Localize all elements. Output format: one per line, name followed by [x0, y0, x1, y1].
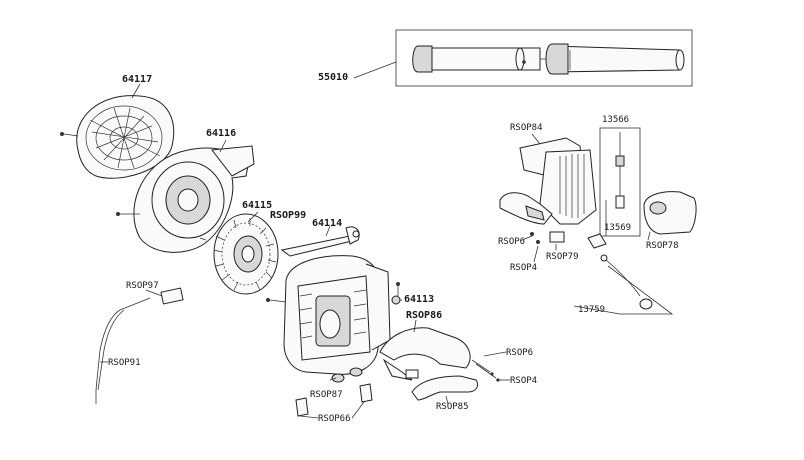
recoil-cover-part	[76, 95, 175, 179]
label-recoil-cover: 64117	[122, 74, 152, 85]
label-handle-grip: 64114	[312, 218, 342, 229]
label-mount-a: RSOP87	[310, 390, 343, 400]
label-fan-housing: 64116	[206, 128, 236, 139]
label-flywheel: 64115	[242, 200, 272, 211]
label-housing-part: RSOP99	[270, 210, 306, 221]
fuel-tank-part	[643, 191, 697, 235]
label-clip: RSOP79	[546, 252, 579, 262]
fuel-cap-part	[573, 233, 674, 315]
handle-grip-part	[280, 226, 360, 257]
label-screw: 64113	[404, 294, 434, 305]
label-fuel-cap: 13759	[578, 305, 605, 315]
label-nut-b: RSOP4	[510, 263, 537, 273]
label-fuel-tank: RSOP78	[646, 241, 679, 251]
label-handle: RSOP86	[406, 310, 442, 321]
engine-part	[499, 137, 597, 225]
label-throttle-cable-holder: RSOP97	[126, 281, 159, 291]
flywheel-part	[213, 213, 279, 295]
label-handle-base: RSOP85	[436, 402, 469, 412]
handle-base-part	[411, 375, 479, 401]
label-fuel-filter: 13569	[604, 223, 631, 233]
throttle-cable-part	[95, 287, 184, 404]
blower-pipe-set	[395, 29, 693, 87]
label-fuel-line-kit: 13566	[602, 115, 629, 125]
label-mount-b: RSOP66	[318, 414, 351, 424]
label-pipe-set: 55010	[318, 72, 348, 83]
label-screw-a: RSOP6	[506, 348, 533, 358]
lower-fasteners	[471, 359, 500, 382]
label-nut-a: RSOP4	[510, 376, 537, 386]
label-screw-b: RSOP6	[498, 237, 525, 247]
fuel-line-kit	[599, 127, 641, 237]
upper-fasteners	[530, 231, 565, 244]
mount-parts	[295, 367, 373, 417]
handle-part	[379, 327, 471, 381]
blower-housing-part	[283, 255, 391, 375]
label-engine: RSOP84	[510, 123, 543, 133]
label-throttle-cable: RSOP91	[108, 358, 141, 368]
fan-housing-part	[133, 145, 255, 253]
screw-part	[391, 282, 401, 305]
